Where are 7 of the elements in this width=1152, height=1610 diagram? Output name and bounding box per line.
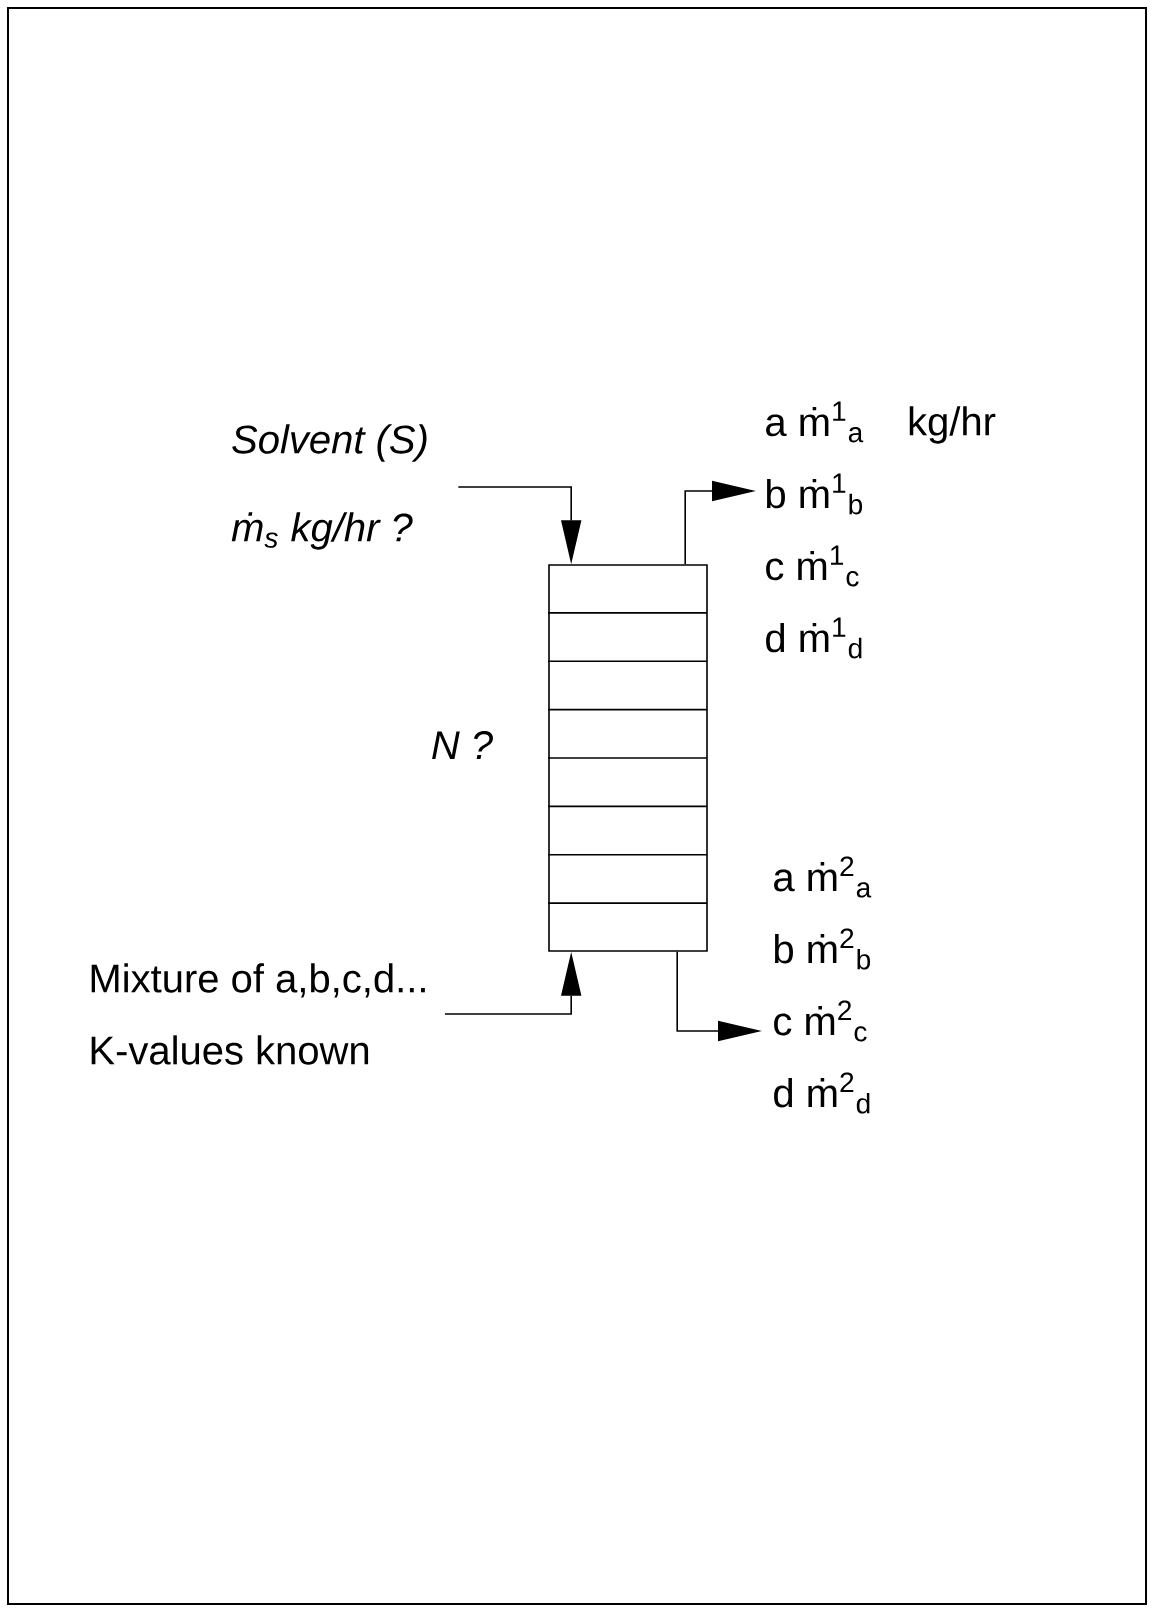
unit-label: kg/hr [909,406,996,444]
stream-label: a ṁ$^{2}$a b ṁ$^{2}$b c ṁ$^{2}$c d ṁ$^{2}$d [774,856,872,1114]
stream-label: Solvent (S) ṁ$_{s}$ kg/hr ? [231,424,427,550]
stream-label: a ṁ$^{1}$a b ṁ$^{1}$b c ṁ$^{1}$c d ṁ$^{1}$d [766,401,864,659]
extraction-column [547,564,708,952]
stage-count-label: N ? [432,731,493,759]
stream-label: Mixture of a,b,c,d... K-values known [91,963,425,1065]
